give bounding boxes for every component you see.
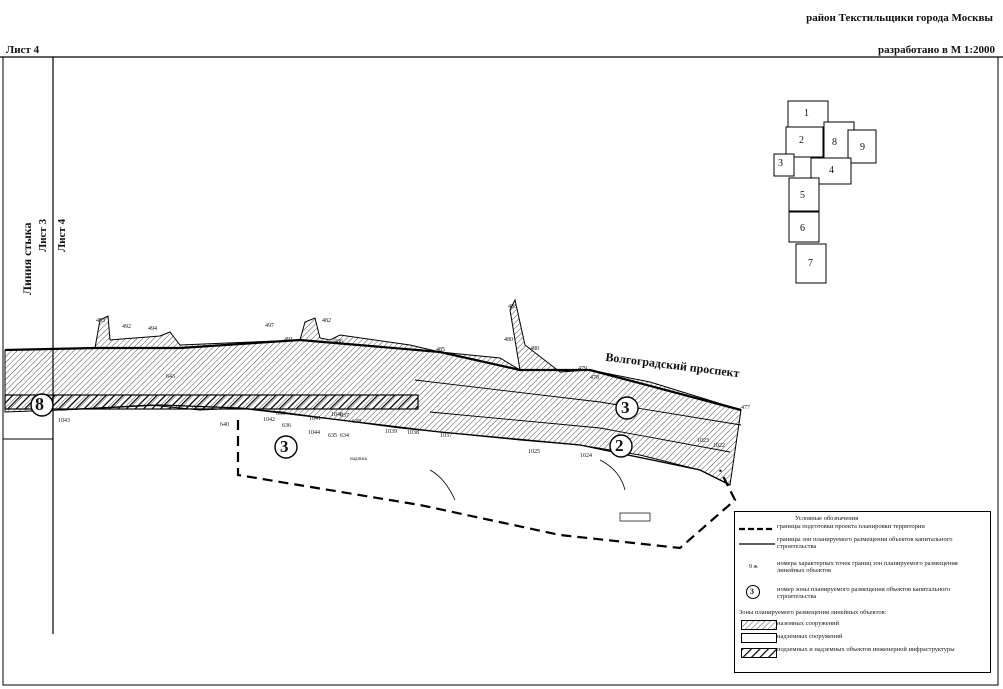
point-label: 494 <box>148 326 157 332</box>
legend-item-territory: границы подготовки проекта планировки те… <box>777 523 925 530</box>
zone-marker-8 <box>30 393 54 417</box>
point-label: 482 <box>322 318 331 324</box>
road-edge-north <box>4 338 742 412</box>
legend-zone-engineering: подземных и надземных объектов инженерно… <box>777 646 955 653</box>
legend-zones-title: Зоны планируемого размещения линейных об… <box>739 609 887 616</box>
legend-item-zone-boundary: границы зон планируемого размещения объе… <box>777 536 953 551</box>
point-label: 643 <box>166 374 175 380</box>
point-label: 491 <box>284 337 293 343</box>
sheet-number: Лист 4 <box>6 44 40 56</box>
zone-marker-3b <box>615 396 639 420</box>
point-label: 635 <box>328 433 337 439</box>
map-frame <box>2 56 999 686</box>
point-label: 492 <box>122 324 131 330</box>
index-sheet-4: 4 <box>829 165 834 176</box>
legend-circle-number: 3 <box>750 587 754 596</box>
sheet-index-map <box>773 100 877 284</box>
zone-ground-structures <box>4 298 742 486</box>
point-label: 477 <box>741 405 750 411</box>
legend-point-sample: 9 ж <box>749 564 758 570</box>
index-sheet-6: 6 <box>800 223 805 234</box>
zone-engineering-infrastructure <box>4 394 419 410</box>
point-label: 1040 <box>331 412 343 418</box>
zone-number-3a: 3 <box>280 437 289 456</box>
district-title: район Текстильщики города Москвы <box>806 12 993 24</box>
index-sheet-2: 2 <box>799 135 804 146</box>
point-label: 1044 <box>308 430 320 436</box>
point-label: 480 <box>504 337 513 343</box>
point-label: 486 <box>334 339 343 345</box>
legend-swatch-engineering <box>741 648 777 658</box>
point-label: 480 <box>530 346 539 352</box>
point-label: 497 <box>265 323 274 329</box>
point-label: 483 <box>508 304 517 310</box>
legend-item-point-numbers: номера характерных точек границ зон план… <box>777 560 958 575</box>
map-small-label: надпись <box>350 457 368 462</box>
point-label: 1023 <box>697 438 709 444</box>
index-sheet-7: 7 <box>808 258 813 269</box>
legend-zone-ground: наземных сооружений <box>777 620 840 627</box>
map-legend: Условные обозначения границы подготовки … <box>734 511 991 673</box>
point-label: 1038 <box>407 430 419 436</box>
map-feature-curve <box>599 459 626 491</box>
point-label: 493 <box>96 318 105 324</box>
index-sheet-9: 9 <box>860 142 865 153</box>
zone-marker-3a <box>274 435 298 459</box>
zone-number-8: 8 <box>35 394 44 414</box>
zone-boundary-2 <box>429 411 731 453</box>
point-label: 637 <box>340 413 349 419</box>
legend-solid-line <box>739 543 775 545</box>
zone-number-2: 2 <box>615 436 624 455</box>
point-label: 640 <box>220 422 229 428</box>
junction-label: Линия стыка <box>20 222 34 296</box>
legend-title: Условные обозначения <box>795 515 859 522</box>
territory-boundary <box>236 420 737 550</box>
point-label: 638 <box>352 419 361 425</box>
legend-item-zone-number: номер зоны планируемого размещения объек… <box>777 586 951 601</box>
legend-dashed-line <box>739 527 775 531</box>
index-sheet-8: 8 <box>832 137 837 148</box>
point-label: 636 <box>282 423 291 429</box>
zone-marker-2 <box>609 434 633 458</box>
point-label: 1041 <box>309 416 321 422</box>
point-label: 639 <box>276 411 285 417</box>
point-label: 634 <box>340 433 349 439</box>
legend-zone-aboveground: надземных сооружений <box>777 633 843 640</box>
point-label: 1043 <box>58 418 70 424</box>
sheet-3-label: Лист 3 <box>37 218 49 252</box>
point-label: 485 <box>436 347 445 353</box>
point-label: 1025 <box>528 449 540 455</box>
scale-note: разработано в М 1:2000 <box>878 44 995 56</box>
point-label: 1024 <box>580 453 592 459</box>
legend-circle-marker <box>745 584 761 600</box>
zone-number-3b: 3 <box>621 398 630 417</box>
map-feature-curve <box>429 469 456 501</box>
index-sheet-5: 5 <box>800 190 805 201</box>
point-label: 1037 <box>440 433 452 439</box>
index-sheet-1: 1 <box>804 108 809 119</box>
sheet-4-label: Лист 4 <box>56 218 68 252</box>
legend-swatch-aboveground <box>741 633 777 643</box>
point-label: 478 <box>590 375 599 381</box>
point-label: 1042 <box>263 417 275 423</box>
point-label: 1022 <box>713 443 725 449</box>
point-label: 1039 <box>385 429 397 435</box>
map-feature-box <box>619 512 651 522</box>
point-label: 479 <box>578 366 587 372</box>
index-sheet-3: 3 <box>778 158 783 169</box>
zone-boundary-3 <box>414 379 742 426</box>
legend-swatch-ground <box>741 620 777 630</box>
